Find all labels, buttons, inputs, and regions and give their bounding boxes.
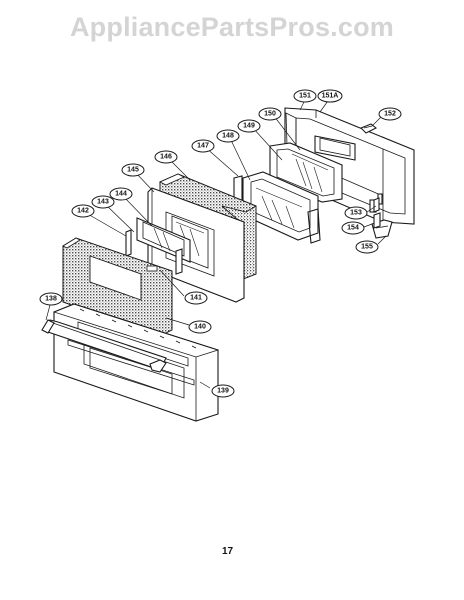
part-153-clip — [373, 197, 380, 213]
callout-140: 140 — [188, 320, 212, 334]
svg-text:154: 154 — [347, 225, 359, 232]
callout-152: 152 — [378, 107, 402, 121]
svg-text:140: 140 — [194, 324, 206, 331]
svg-text:151: 151 — [299, 93, 311, 100]
watermark: AppliancePartsPros.com — [69, 12, 394, 42]
callout-143: 143 — [91, 195, 115, 209]
svg-text:144: 144 — [115, 191, 127, 198]
callout-151a: 151A — [317, 89, 343, 103]
svg-text:148: 148 — [222, 133, 234, 140]
svg-text:138: 138 — [45, 296, 57, 303]
svg-text:155: 155 — [361, 244, 373, 251]
callout-153: 153 — [344, 206, 368, 220]
callout-151: 151 — [293, 89, 317, 103]
page-number: 17 — [222, 546, 234, 557]
svg-text:150: 150 — [264, 111, 276, 118]
callout-145: 145 — [121, 163, 145, 177]
callout-141: 141 — [184, 291, 208, 305]
part-142-side-bracket — [125, 229, 132, 257]
callout-147: 147 — [191, 139, 215, 153]
part-143-bracket — [175, 248, 183, 275]
callout-142: 142 — [71, 204, 95, 218]
callout-144: 144 — [109, 187, 133, 201]
svg-text:149: 149 — [243, 123, 255, 130]
callout-154: 154 — [341, 221, 365, 235]
callout-150: 150 — [258, 107, 282, 121]
callout-149: 149 — [237, 119, 261, 133]
svg-text:147: 147 — [197, 143, 209, 150]
svg-text:151A: 151A — [322, 93, 339, 100]
callout-146: 146 — [154, 150, 178, 164]
part-155-hinge-bracket — [373, 212, 381, 229]
part-138-handle — [41, 319, 167, 373]
callout-138: 138 — [39, 292, 63, 306]
svg-text:153: 153 — [350, 210, 362, 217]
svg-text:152: 152 — [384, 111, 396, 118]
callout-148: 148 — [216, 129, 240, 143]
callout-155: 155 — [355, 240, 379, 254]
part-152-clip — [360, 123, 378, 134]
svg-text:142: 142 — [77, 208, 89, 215]
svg-text:146: 146 — [160, 154, 172, 161]
svg-text:145: 145 — [127, 167, 139, 174]
svg-text:141: 141 — [190, 295, 202, 302]
callout-139: 139 — [211, 384, 235, 398]
svg-text:139: 139 — [217, 388, 229, 395]
svg-text:143: 143 — [97, 199, 109, 206]
